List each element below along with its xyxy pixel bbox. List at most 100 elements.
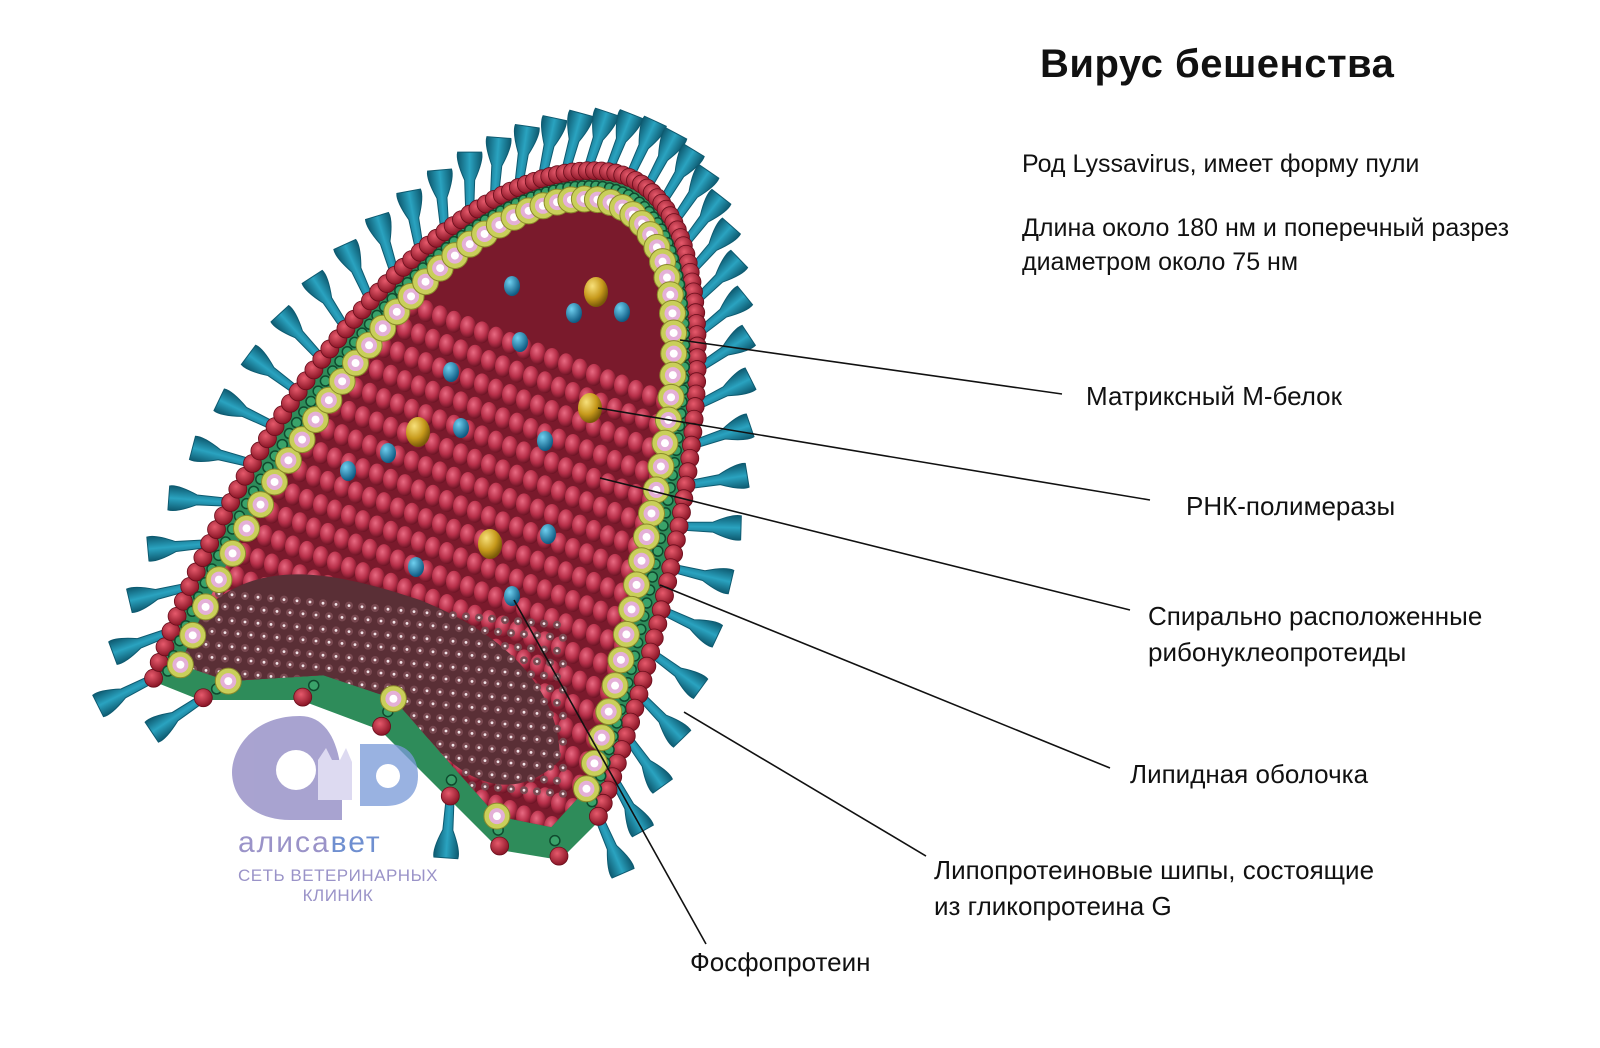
base-grid-dot-core: [516, 671, 520, 675]
rnp-bead: [530, 550, 546, 573]
base-grid-dot-core: [522, 658, 526, 662]
rnp-bead: [159, 436, 175, 458]
rnp-bead: [495, 511, 511, 534]
rnp-bead: [194, 370, 210, 393]
rnp-bead: [285, 535, 301, 558]
leader-polymerase: [597, 407, 1151, 501]
rnp-bead: [544, 451, 560, 474]
base-grid-dot-core: [334, 733, 338, 736]
polymerase-icon: [578, 393, 602, 423]
base-grid-dot-core: [392, 646, 396, 650]
base-grid-dot-core: [210, 760, 214, 763]
rnp-bead: [481, 506, 497, 529]
base-grid-dot-core: [282, 702, 286, 705]
base-grid-dot-core: [210, 630, 214, 633]
rnp-bead: [250, 704, 266, 727]
base-grid-dot-core: [451, 665, 455, 669]
base-grid-dot-core: [262, 660, 266, 664]
rnp-bead: [579, 595, 595, 618]
rnp-bead: [460, 368, 476, 391]
base-grid-dot-core: [262, 712, 266, 716]
rnp-bead: [418, 820, 434, 828]
rnp-bead: [159, 384, 175, 406]
rnp-bead: [341, 400, 357, 423]
base-grid-dot-core: [282, 650, 286, 653]
rnp-bead: [236, 698, 252, 721]
rnp-bead: [558, 561, 574, 584]
rnp-bead: [180, 412, 182, 435]
base-grid-dot-core: [451, 613, 455, 617]
base-grid-dot-core: [243, 620, 247, 624]
rnp-bead: [180, 261, 196, 284]
matrix-protein-bead: [328, 367, 356, 395]
base-grid-dot-core: [483, 707, 487, 710]
base-grid-dot-core: [392, 620, 396, 624]
base-grid-dot-core: [451, 639, 455, 643]
spike-icon: [146, 535, 207, 562]
watermark-sub-line2: КЛИНИК: [302, 886, 374, 905]
base-grid-dot-core: [360, 605, 364, 609]
base-grid-dot-core: [548, 791, 552, 794]
base-grid-dot-core: [483, 733, 487, 736]
rnp-bead: [649, 882, 665, 904]
label-rnp-line2: рибонуклеопротеиды: [1148, 637, 1407, 667]
rnp-bead: [439, 438, 455, 461]
base-grid-dot-core: [535, 660, 539, 663]
info-size-line1: Длина около 180 нм и поперечный разрез: [1022, 214, 1510, 242]
spike-icon: [188, 435, 251, 467]
matrix-protein-bead: [595, 698, 623, 726]
rnp-bead: [705, 799, 721, 821]
rnp-bead: [544, 555, 560, 578]
base-grid-dot: [351, 744, 359, 753]
rnp-bead: [558, 405, 574, 428]
base-grid-dot-core: [477, 616, 481, 619]
base-grid-dot-core: [535, 738, 539, 741]
rnp-bead: [530, 446, 546, 469]
lipid-bead: [290, 416, 303, 429]
spike-icon: [626, 115, 667, 177]
rnp-bead: [586, 675, 602, 698]
base-grid-dot-core: [509, 735, 513, 739]
base-grid-dot-core: [353, 747, 357, 750]
base-grid-dot-core: [509, 683, 513, 687]
rnp-bead: [621, 871, 637, 893]
alisa-vet-logo: [232, 716, 418, 820]
rnp-bead: [614, 530, 630, 553]
base-grid-dot: [182, 755, 190, 763]
base-grid-dot: [371, 734, 379, 742]
base-grid-dot-core: [425, 611, 429, 615]
rnp-bead: [439, 334, 455, 357]
base-grid-dot-core: [301, 638, 305, 642]
rnp-bead: [621, 767, 637, 790]
rnp-bead: [488, 482, 504, 505]
rnp-bead: [495, 875, 511, 897]
rnp-bead: [271, 530, 287, 553]
rnp-bead: [355, 562, 371, 585]
rnp-bead: [579, 543, 595, 566]
matrix-protein-bead: [219, 539, 247, 567]
base-grid-dot-core: [334, 655, 338, 658]
base-grid-dot: [221, 732, 229, 741]
base-grid-dot-core: [457, 652, 461, 656]
rnp-bead: [649, 934, 665, 956]
base-grid-dot: [208, 757, 216, 766]
spike-icon: [681, 188, 732, 246]
base-grid-dot-core: [334, 629, 338, 632]
base-grid-dot-core: [464, 719, 468, 722]
rnp-bead: [229, 566, 245, 589]
rnp-bead: [579, 699, 595, 722]
base-grid-dot-core: [230, 645, 234, 649]
base-grid-dot: [215, 745, 223, 754]
base-grid-dot-core: [184, 757, 188, 761]
rnp-bead: [488, 326, 504, 349]
base-grid-dot-core: [399, 635, 403, 638]
rnp-bead: [516, 441, 532, 464]
rnp-bead: [572, 670, 588, 693]
matrix-protein-bead: [618, 595, 646, 623]
rnp-bead: [621, 923, 637, 945]
rnp-bead: [411, 479, 427, 502]
base-grid-dot-core: [236, 710, 240, 714]
base-grid-dot-core: [249, 711, 253, 715]
rnp-bead: [152, 355, 168, 377]
rnp-bead: [446, 466, 462, 489]
